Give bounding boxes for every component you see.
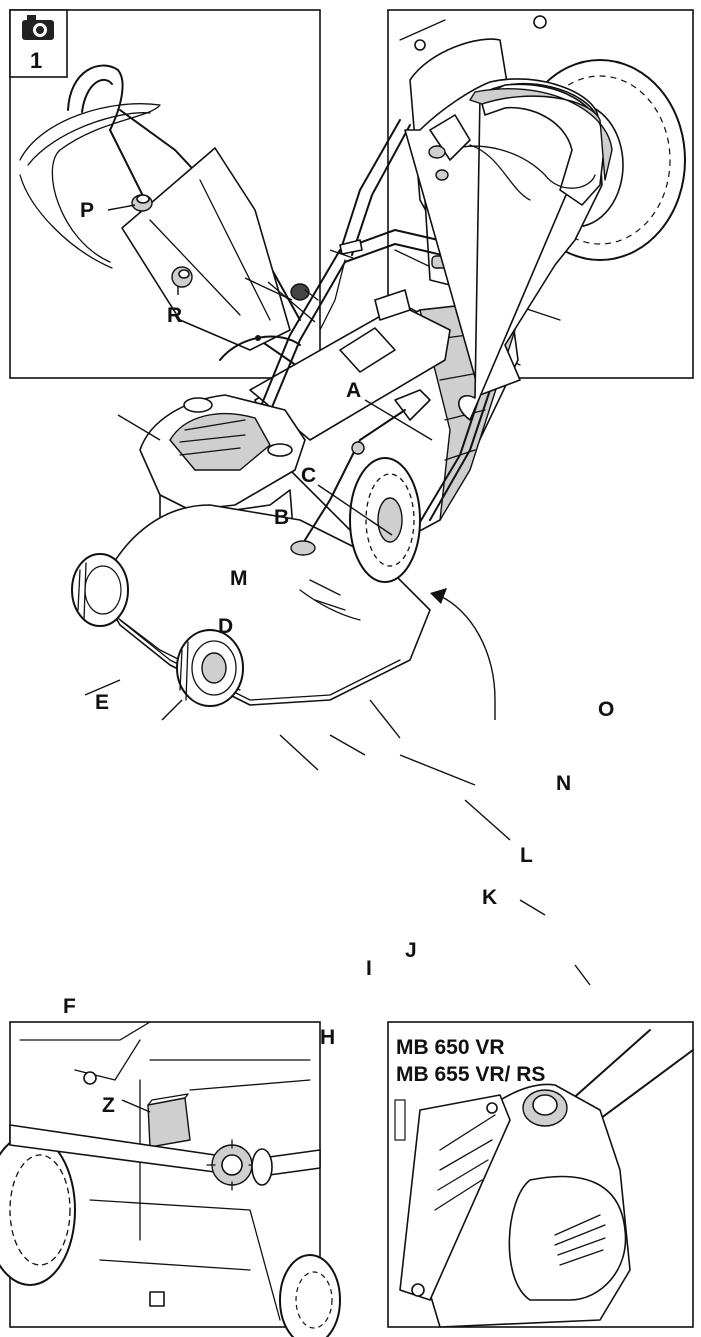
label-D: D bbox=[218, 615, 233, 638]
label-P: P bbox=[80, 199, 94, 222]
figure-number: 1 bbox=[30, 48, 42, 73]
panel-top-left: 1 P R bbox=[9, 9, 321, 379]
front-wheel-right bbox=[176, 629, 244, 707]
label-M: M bbox=[230, 567, 248, 590]
figure-badge: 1 bbox=[9, 9, 68, 78]
model-line-1: MB 650 VR bbox=[396, 1036, 505, 1059]
label-R: R bbox=[167, 304, 182, 327]
camera-icon bbox=[22, 15, 54, 40]
label-A: A bbox=[346, 379, 361, 402]
label-B: B bbox=[274, 506, 289, 529]
label-K: K bbox=[482, 886, 497, 909]
main-mower: A C B M D E F G H I J K L N O bbox=[63, 78, 614, 1049]
label-E: E bbox=[95, 691, 109, 714]
label-H: H bbox=[320, 1026, 335, 1049]
rear-wheel-main bbox=[349, 457, 421, 583]
label-N: N bbox=[556, 772, 571, 795]
height-knob bbox=[522, 1089, 568, 1127]
panel-bottom-left: Z bbox=[0, 1021, 341, 1337]
label-J: J bbox=[405, 939, 417, 962]
label-C: C bbox=[301, 464, 316, 487]
panel-bottom-right: MB 650 VR MB 655 VR/ RS bbox=[387, 1021, 694, 1328]
engine-cover bbox=[139, 394, 306, 511]
label-L: L bbox=[520, 844, 533, 867]
label-O: O bbox=[598, 698, 614, 721]
label-Z: Z bbox=[102, 1094, 115, 1117]
model-line-2: MB 655 VR/ RS bbox=[396, 1063, 545, 1086]
label-I: I bbox=[366, 957, 372, 980]
front-wheel-left bbox=[71, 553, 129, 627]
star-knob bbox=[206, 1139, 273, 1191]
label-F: F bbox=[63, 995, 76, 1018]
